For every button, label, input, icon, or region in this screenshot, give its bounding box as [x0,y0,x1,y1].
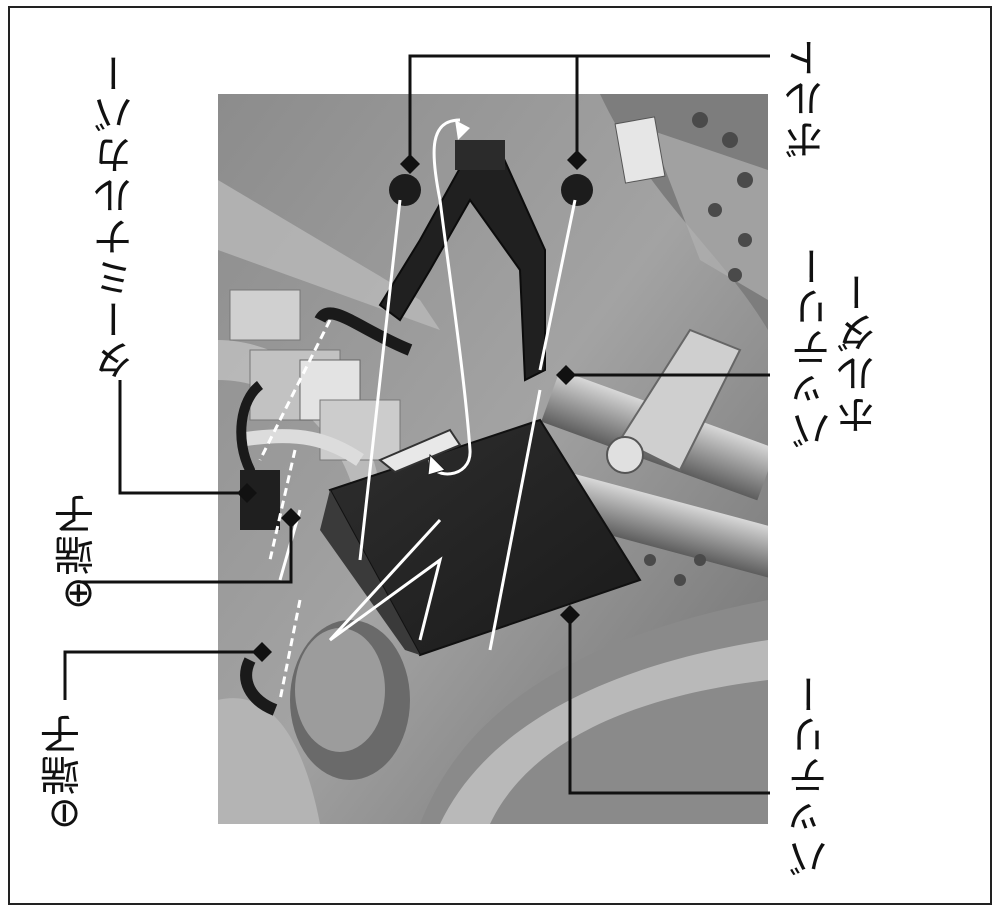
machine-illustration [218,94,768,824]
exploded-view-lines [258,118,577,701]
leader-markers [237,150,587,662]
leader-lines [63,54,770,795]
terminal-cover-label: ターミナルカバー [94,52,140,380]
battery-holder-label-line2: ホルダー [837,271,883,435]
plus-terminal-label: ⊕端子 [55,493,101,610]
battery-label: バッテリー [789,673,835,878]
minus-terminal-label: ⊖端子 [41,713,87,830]
bolt-label: ボルト [785,37,831,160]
movement-arrow-icon [427,120,470,476]
battery-holder-label-line1: バッテリー [792,245,838,450]
